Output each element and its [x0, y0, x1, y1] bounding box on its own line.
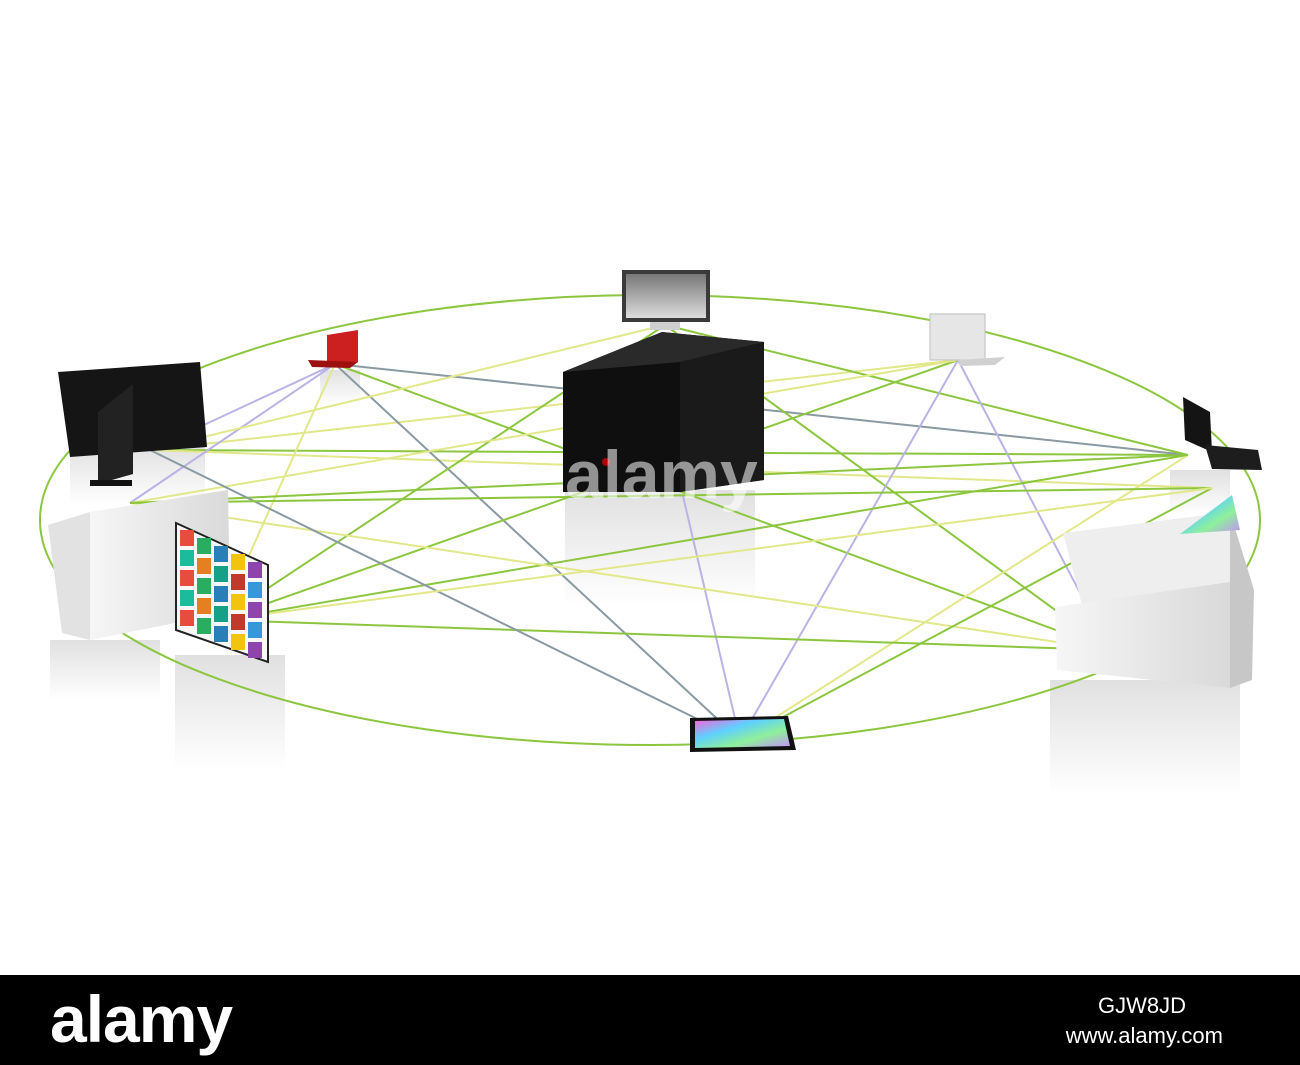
black-laptop-right: [1183, 397, 1262, 470]
network-link: [219, 454, 1189, 621]
puzzle-tile: [197, 558, 211, 574]
puzzle-tile: [248, 562, 262, 578]
puzzle-tile: [248, 622, 262, 638]
stock-image-id: GJW8JD: [1098, 993, 1186, 1018]
puzzle-tile: [214, 586, 228, 602]
puzzle-tile: [197, 578, 211, 594]
network-link: [219, 487, 1213, 621]
desktop-monitor-top: [622, 270, 710, 330]
puzzle-tile: [231, 614, 245, 630]
network-link: [739, 359, 959, 741]
brand-logo-text: alamy: [50, 982, 233, 1056]
server-tower: [563, 332, 764, 492]
watermark-text: alamy: [565, 437, 758, 513]
tablet: [690, 716, 796, 752]
puzzle-tile: [180, 570, 194, 586]
puzzle-tile: [214, 546, 228, 562]
puzzle-tile: [231, 594, 245, 610]
puzzle-tile: [197, 618, 211, 634]
black-monitor-left: [58, 362, 207, 486]
stock-footer: alamy GJW8JD www.alamy.com: [0, 975, 1300, 1065]
puzzle-display: [175, 521, 269, 664]
red-laptop: [308, 330, 358, 368]
white-box-right: [1055, 512, 1254, 688]
network-link: [739, 454, 1189, 741]
network-link: [129, 359, 959, 504]
network-link: [129, 363, 336, 504]
puzzle-tile: [248, 642, 262, 658]
network-link: [682, 495, 741, 741]
network-diagram-scene: alamy: [39, 270, 1262, 795]
puzzle-tile: [180, 530, 194, 546]
puzzle-tile: [214, 566, 228, 582]
puzzle-tile: [180, 590, 194, 606]
network-link: [129, 502, 1111, 651]
stock-url: www.alamy.com: [1065, 1023, 1223, 1048]
network-link: [129, 487, 1213, 504]
puzzle-tile: [197, 538, 211, 554]
puzzle-tile: [231, 634, 245, 650]
puzzle-tile: [197, 598, 211, 614]
puzzle-tile: [231, 574, 245, 590]
network-link: [219, 619, 1111, 651]
floor-reflections: [50, 370, 1240, 795]
network-link: [149, 449, 741, 741]
puzzle-tile: [248, 582, 262, 598]
puzzle-tile: [248, 602, 262, 618]
puzzle-tile: [214, 626, 228, 642]
puzzle-tile: [180, 550, 194, 566]
network-link: [334, 363, 1111, 651]
white-laptop: [929, 313, 1005, 366]
network-link: [149, 324, 666, 451]
disc: [1180, 495, 1240, 534]
network-link: [334, 363, 741, 741]
puzzle-tile: [214, 606, 228, 622]
puzzle-tile: [180, 610, 194, 626]
puzzle-tile: [231, 554, 245, 570]
network-link: [149, 359, 959, 451]
